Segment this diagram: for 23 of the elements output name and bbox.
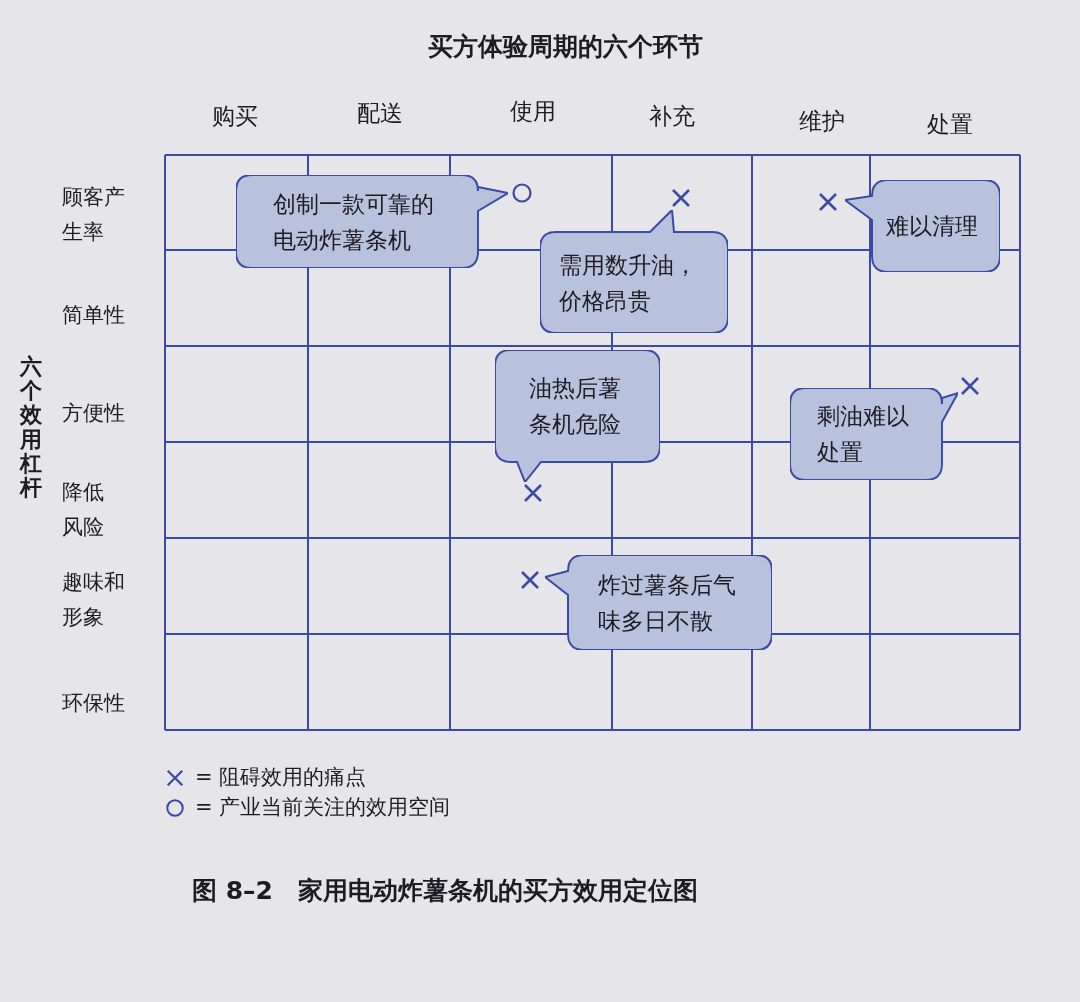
row-header: 顾客产生率 — [62, 184, 126, 246]
row-header: 环保性 — [62, 690, 126, 717]
column-header: 处置 — [927, 110, 973, 139]
column-header: 维护 — [799, 107, 845, 136]
callout-text: 需用数升油，价格昂贵 — [559, 250, 698, 316]
callout-text: 创制一款可靠的电动炸薯条机 — [273, 189, 435, 255]
column-header: 购买 — [212, 102, 258, 131]
legend-text: = 产业当前关注的效用空间 — [195, 794, 451, 821]
row-header: 简单性 — [62, 302, 126, 329]
row-header: 降低风险 — [62, 479, 105, 541]
column-header: 配送 — [357, 99, 403, 128]
column-header: 补充 — [649, 102, 695, 131]
callout-text: 油热后薯条机危险 — [528, 374, 622, 439]
axis-title: 六个效用杠杆 — [20, 355, 42, 501]
row-header: 趣味和形象 — [62, 569, 126, 631]
title: 买方体验周期的六个环节 — [428, 31, 703, 63]
callout-text: 难以清理 — [886, 212, 979, 241]
callout-text: 剩油难以处置 — [817, 402, 910, 467]
column-header: 使用 — [510, 97, 556, 126]
legend-text: = 阻碍效用的痛点 — [195, 764, 367, 791]
callout-text: 炸过薯条后气味多日不散 — [597, 570, 737, 636]
caption: 图 8–2 家用电动炸薯条机的买方效用定位图 — [192, 875, 698, 907]
row-header: 方便性 — [62, 400, 126, 427]
